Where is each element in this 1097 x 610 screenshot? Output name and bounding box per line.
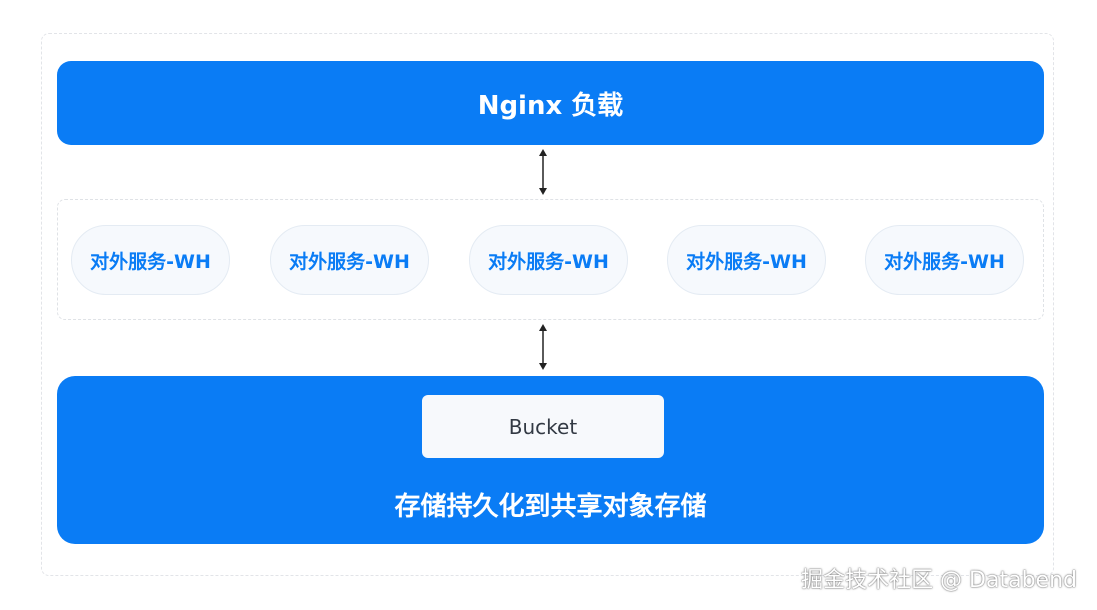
warehouse-node: 对外服务-WH xyxy=(469,225,628,295)
storage-label: 存储持久化到共享对象存储 xyxy=(394,491,707,522)
warehouse-node: 对外服务-WH xyxy=(270,225,429,295)
warehouse-node: 对外服务-WH xyxy=(71,225,230,295)
warehouse-label: 对外服务-WH xyxy=(488,250,609,273)
nginx-load-balancer-box: Nginx 负载 xyxy=(57,61,1044,145)
storage-label-container: 存储持久化到共享对象存储 xyxy=(57,480,1044,528)
warehouse-label: 对外服务-WH xyxy=(686,250,807,273)
warehouse-group xyxy=(57,199,1044,320)
bucket-box: Bucket xyxy=(422,395,664,458)
bidirectional-arrow-icon xyxy=(539,324,547,370)
watermark: 掘金技术社区 @ Databend xyxy=(801,568,1077,593)
nginx-label: Nginx 负载 xyxy=(477,90,624,121)
warehouse-node: 对外服务-WH xyxy=(865,225,1024,295)
warehouse-label: 对外服务-WH xyxy=(884,250,1005,273)
warehouse-label: 对外服务-WH xyxy=(289,250,410,273)
architecture-frame xyxy=(41,33,1054,576)
warehouse-node: 对外服务-WH xyxy=(667,225,826,295)
bucket-label: Bucket xyxy=(508,414,578,439)
bidirectional-arrow-icon xyxy=(539,149,547,195)
warehouse-label: 对外服务-WH xyxy=(90,250,211,273)
